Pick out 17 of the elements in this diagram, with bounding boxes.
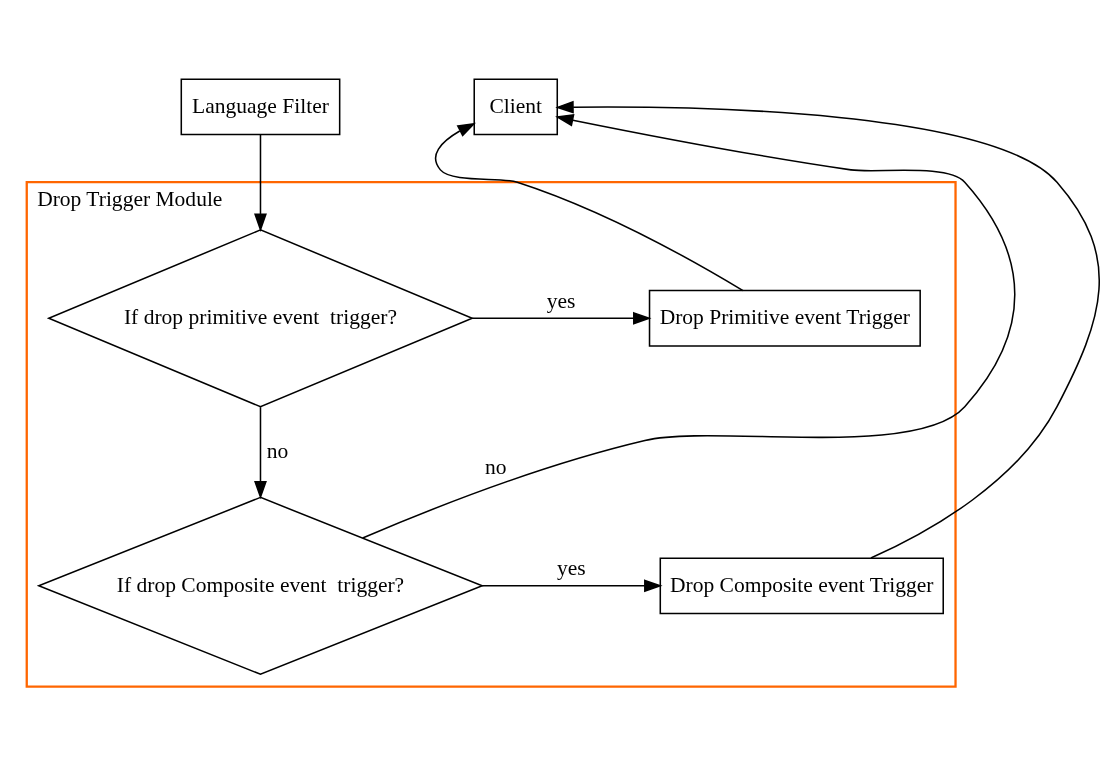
arrow — [555, 100, 1100, 559]
arrow — [254, 406, 267, 500]
arrow — [254, 134, 267, 233]
node-diamond: If drop Composite event trigger? — [36, 496, 485, 676]
arrow — [434, 122, 744, 292]
node-box: Client — [473, 78, 559, 136]
node-box: Drop Composite event Trigger — [659, 557, 944, 615]
arrow — [361, 113, 1016, 539]
node-diamond: If drop primitive event trigger? — [46, 229, 475, 408]
node-box: Drop Primitive event Trigger — [648, 289, 921, 347]
arrow — [481, 579, 663, 593]
node-box: Language Filter — [180, 78, 341, 136]
edge-label: no — [266, 438, 289, 463]
arrow — [471, 311, 652, 325]
edge-label: yes — [546, 288, 576, 313]
edge-label: yes — [557, 556, 586, 581]
edge-label: no — [485, 454, 507, 479]
